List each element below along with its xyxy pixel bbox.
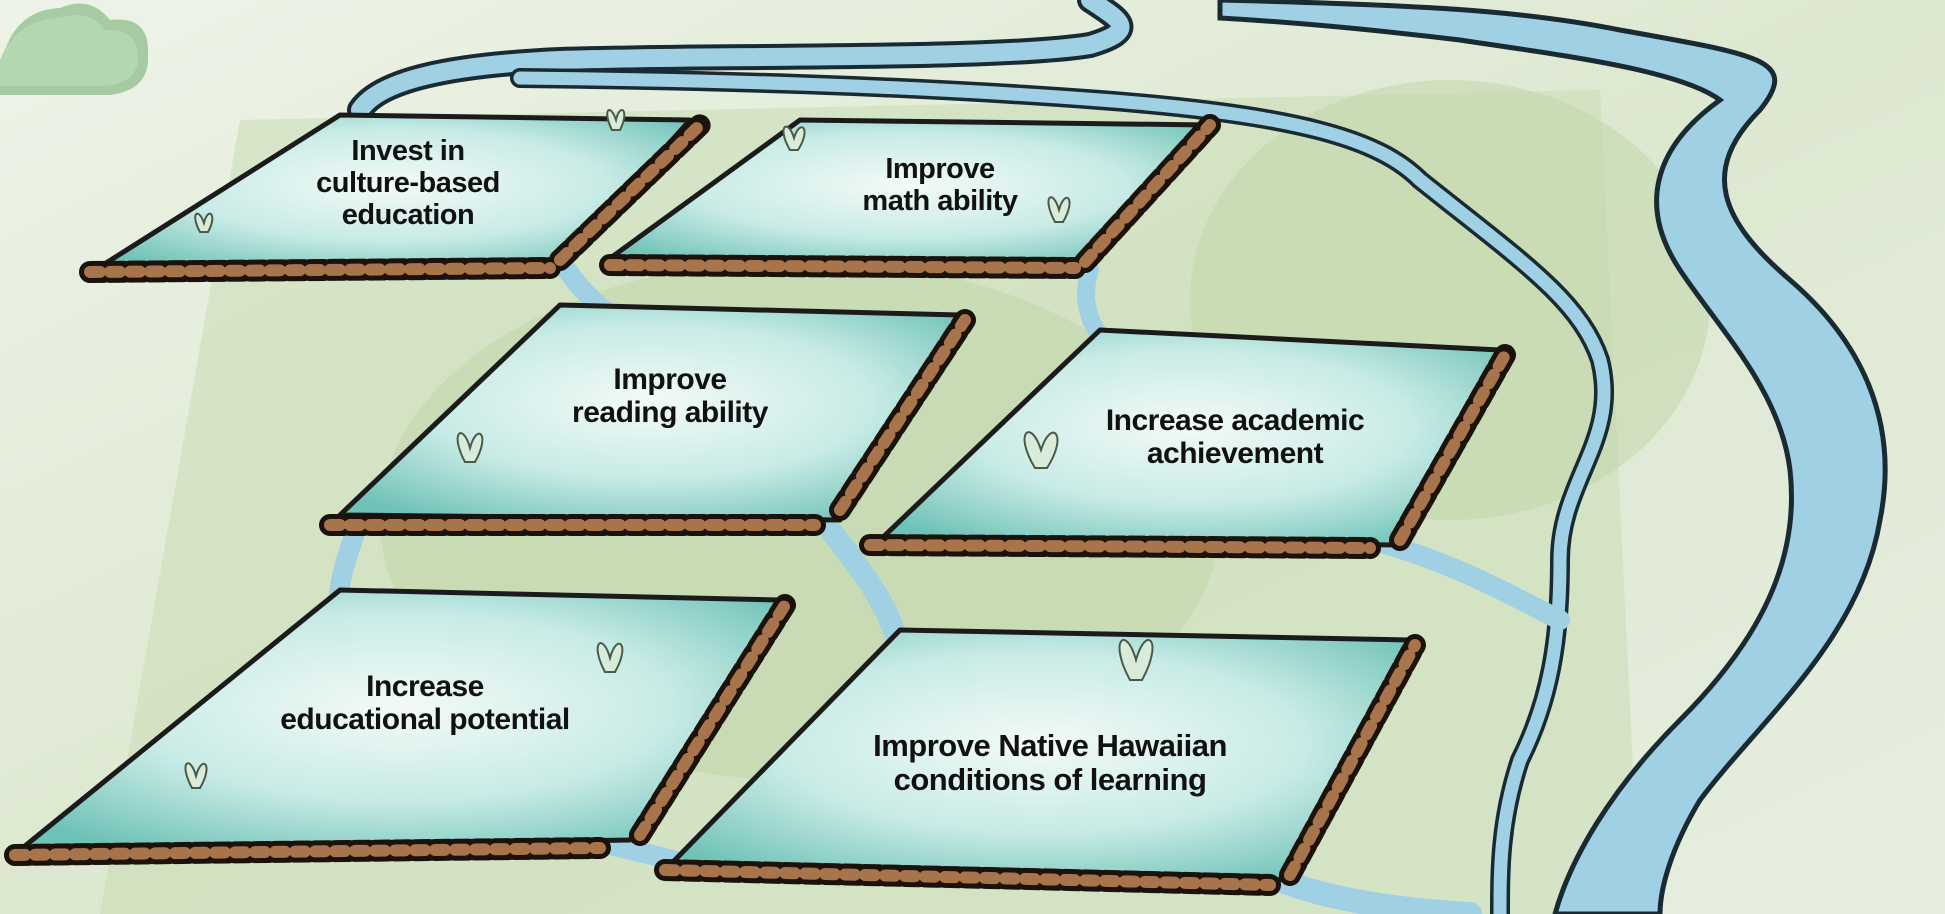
paddy-label-culture: Invest in culture-based education bbox=[316, 135, 500, 232]
label-line: reading ability bbox=[572, 396, 768, 429]
label-line: Increase bbox=[366, 670, 484, 703]
paddy-fields bbox=[17, 112, 1503, 883]
taro-plant-icon bbox=[456, 432, 484, 463]
label-line: culture-based bbox=[316, 167, 500, 200]
paddy-label-potential: Increase educational potential bbox=[280, 670, 570, 736]
label-line: Invest in bbox=[351, 135, 465, 168]
label-line: Improve Native Hawaiian bbox=[873, 727, 1227, 763]
taro-plant-icon bbox=[1047, 196, 1071, 223]
label-line: math ability bbox=[862, 185, 1018, 217]
label-line: achievement bbox=[1146, 437, 1324, 470]
taro-plant-icon bbox=[184, 762, 208, 789]
label-line: Improve bbox=[613, 363, 727, 396]
rock-walls bbox=[4, 114, 1516, 896]
paddy-conditions bbox=[667, 627, 1413, 883]
label-line: education bbox=[341, 198, 475, 231]
label-line: Increase academic bbox=[1105, 404, 1365, 437]
taro-plant-icon bbox=[606, 108, 626, 131]
taro-plant-icon bbox=[596, 642, 624, 673]
taro-plant-icon bbox=[782, 125, 806, 151]
taro-plants bbox=[184, 108, 1154, 789]
label-line: educational potential bbox=[280, 703, 570, 736]
paddy-label-academic: Increase academic achievement bbox=[1105, 404, 1365, 470]
label-line: conditions of learning bbox=[893, 762, 1207, 797]
paddy-potential bbox=[17, 587, 783, 853]
label-line: Improve bbox=[885, 153, 995, 186]
cloud-icon bbox=[0, 3, 149, 96]
taro-plant-icon bbox=[1118, 639, 1154, 681]
taro-plant-icon bbox=[1023, 431, 1059, 469]
taro-plant-icon bbox=[194, 212, 214, 233]
paddy-label-conditions: Improve Native Hawaiian conditions of le… bbox=[873, 727, 1227, 797]
paddy-label-math: Improve math ability bbox=[862, 153, 1018, 218]
paddy-label-reading: Improve reading ability bbox=[572, 363, 768, 429]
